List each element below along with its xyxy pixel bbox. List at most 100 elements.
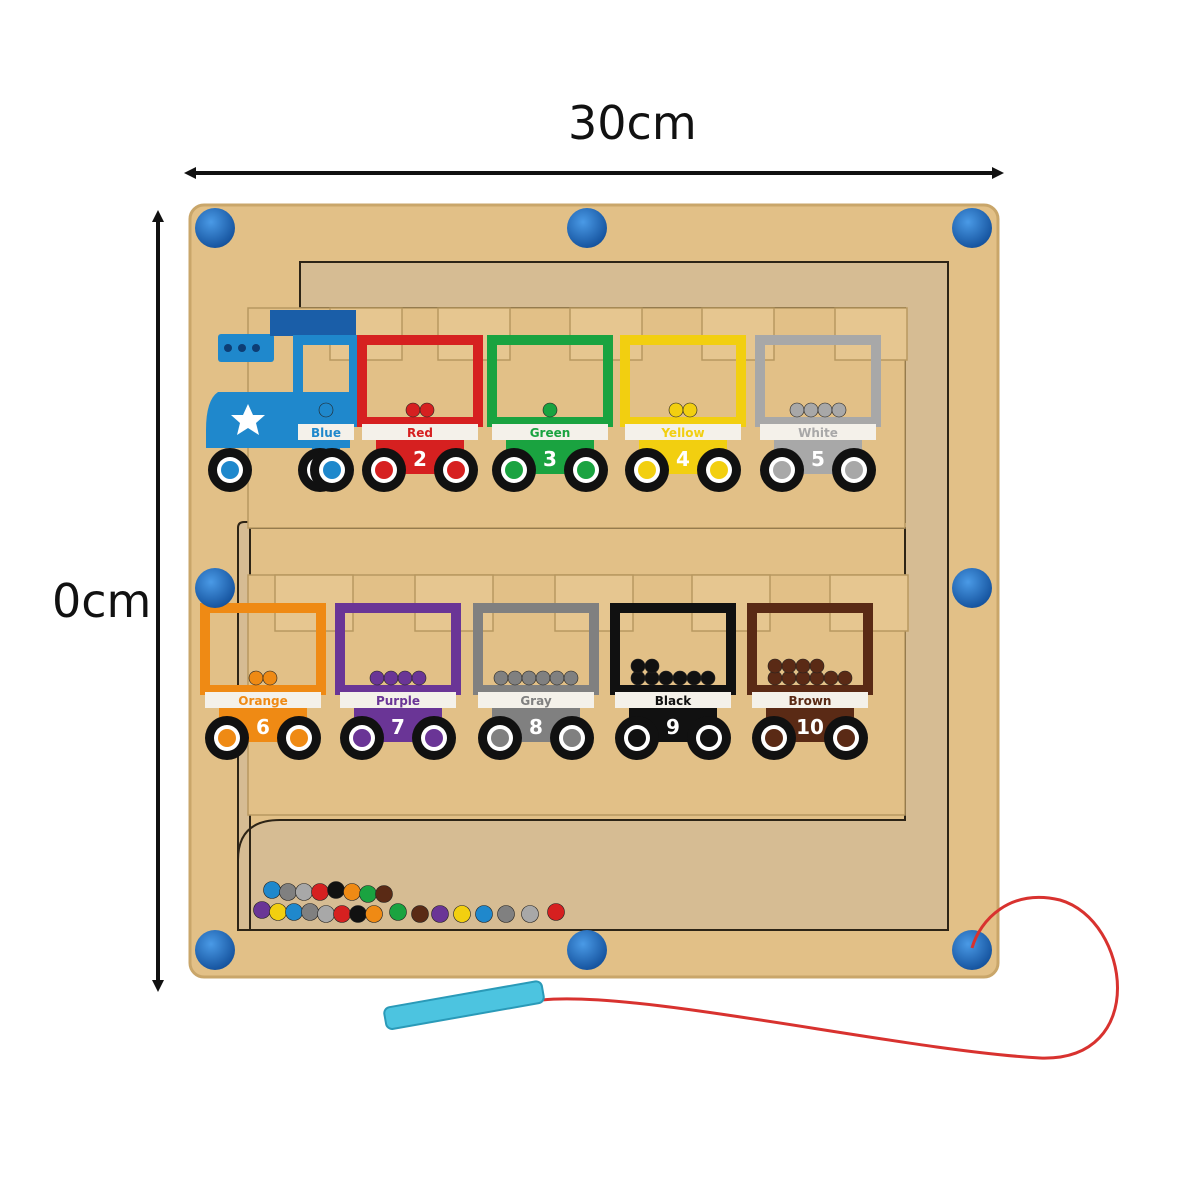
bead[interactable]: [563, 670, 579, 686]
loose-beads: [253, 881, 565, 923]
loose-bead[interactable]: [359, 885, 377, 903]
bead[interactable]: [682, 402, 698, 418]
magnet-icon: [195, 208, 235, 248]
bead[interactable]: [658, 670, 674, 686]
bead[interactable]: [795, 658, 811, 674]
loose-bead[interactable]: [343, 883, 361, 901]
loose-bead[interactable]: [269, 903, 287, 921]
car-number: 8: [529, 715, 543, 739]
bead[interactable]: [535, 670, 551, 686]
bead[interactable]: [789, 402, 805, 418]
loose-bead[interactable]: [375, 885, 393, 903]
loose-bead[interactable]: [253, 901, 271, 919]
bead[interactable]: [262, 670, 278, 686]
bead[interactable]: [767, 658, 783, 674]
car-number: 3: [543, 447, 557, 471]
train-car-blue: Blue1: [206, 310, 359, 492]
train-cars: Blue1Red 2 Green 3 Yellow 4 White5Orange6Purpl…: [200, 310, 881, 760]
magnet-icon: [195, 568, 235, 608]
car-number: 4: [676, 447, 690, 471]
loose-bead[interactable]: [411, 905, 429, 923]
car-color-label: Yellow: [660, 426, 704, 440]
loose-bead[interactable]: [349, 905, 367, 923]
train-car-red: Red 2: [357, 335, 483, 492]
car-color-label: Green: [530, 426, 571, 440]
bead[interactable]: [686, 670, 702, 686]
car-number: 10: [796, 715, 824, 739]
bead[interactable]: [405, 402, 421, 418]
star-icon: [231, 404, 265, 435]
corner-magnets: [195, 208, 992, 970]
loose-bead[interactable]: [521, 905, 539, 923]
magnetic-pen[interactable]: [383, 980, 545, 1030]
bead[interactable]: [803, 402, 819, 418]
bead[interactable]: [837, 670, 853, 686]
bead[interactable]: [831, 402, 847, 418]
bead[interactable]: [542, 402, 558, 418]
bead[interactable]: [630, 658, 646, 674]
loose-bead[interactable]: [389, 903, 407, 921]
car-color-label: Orange: [238, 694, 288, 708]
bead[interactable]: [644, 658, 660, 674]
car-color-label: Black: [655, 694, 692, 708]
car-number: 9: [666, 715, 680, 739]
train-car-yellow: Yellow 4: [620, 335, 746, 492]
bead[interactable]: [383, 670, 399, 686]
loose-bead[interactable]: [263, 881, 281, 899]
bead[interactable]: [668, 402, 684, 418]
bead[interactable]: [411, 670, 427, 686]
loose-bead[interactable]: [547, 903, 565, 921]
height-dimension-label: 0cm: [52, 574, 152, 628]
magnet-icon: [952, 930, 992, 970]
magnet-icon: [195, 930, 235, 970]
car-number: 2: [413, 447, 427, 471]
car-number: 5: [811, 447, 825, 471]
car-color-label: Brown: [789, 694, 832, 708]
loose-bead[interactable]: [301, 903, 319, 921]
pen-string: [541, 895, 1119, 1060]
bead[interactable]: [700, 670, 716, 686]
car-color-label: Gray: [520, 694, 551, 708]
loose-bead[interactable]: [497, 905, 515, 923]
width-dimension-label: 30cm: [568, 96, 697, 150]
loose-bead[interactable]: [327, 881, 345, 899]
loose-bead[interactable]: [295, 883, 313, 901]
car-number: 7: [391, 715, 405, 739]
loose-bead[interactable]: [285, 903, 303, 921]
loose-bead[interactable]: [431, 905, 449, 923]
loose-bead[interactable]: [333, 905, 351, 923]
bead[interactable]: [419, 402, 435, 418]
car-color-label: Purple: [376, 694, 420, 708]
bead[interactable]: [248, 670, 264, 686]
bead[interactable]: [549, 670, 565, 686]
loose-bead[interactable]: [279, 883, 297, 901]
bead[interactable]: [521, 670, 537, 686]
bead[interactable]: [809, 658, 825, 674]
magnet-icon: [952, 208, 992, 248]
loose-bead[interactable]: [311, 883, 329, 901]
bead[interactable]: [817, 402, 833, 418]
bead[interactable]: [318, 402, 334, 418]
bead[interactable]: [493, 670, 509, 686]
bead[interactable]: [672, 670, 688, 686]
loose-bead[interactable]: [453, 905, 471, 923]
bead[interactable]: [397, 670, 413, 686]
bead[interactable]: [507, 670, 523, 686]
loose-bead[interactable]: [475, 905, 493, 923]
bead[interactable]: [781, 658, 797, 674]
train-car-green: Green 3: [487, 335, 613, 492]
car-color-label: Blue: [311, 426, 341, 440]
train-car-black: Black 9: [610, 603, 736, 760]
loose-bead[interactable]: [365, 905, 383, 923]
car-color-label: Red: [407, 426, 433, 440]
magnet-icon: [567, 930, 607, 970]
loose-bead[interactable]: [317, 905, 335, 923]
bead[interactable]: [823, 670, 839, 686]
bead[interactable]: [369, 670, 385, 686]
magnet-icon: [952, 568, 992, 608]
train-car-gray: Gray 8: [473, 603, 599, 760]
